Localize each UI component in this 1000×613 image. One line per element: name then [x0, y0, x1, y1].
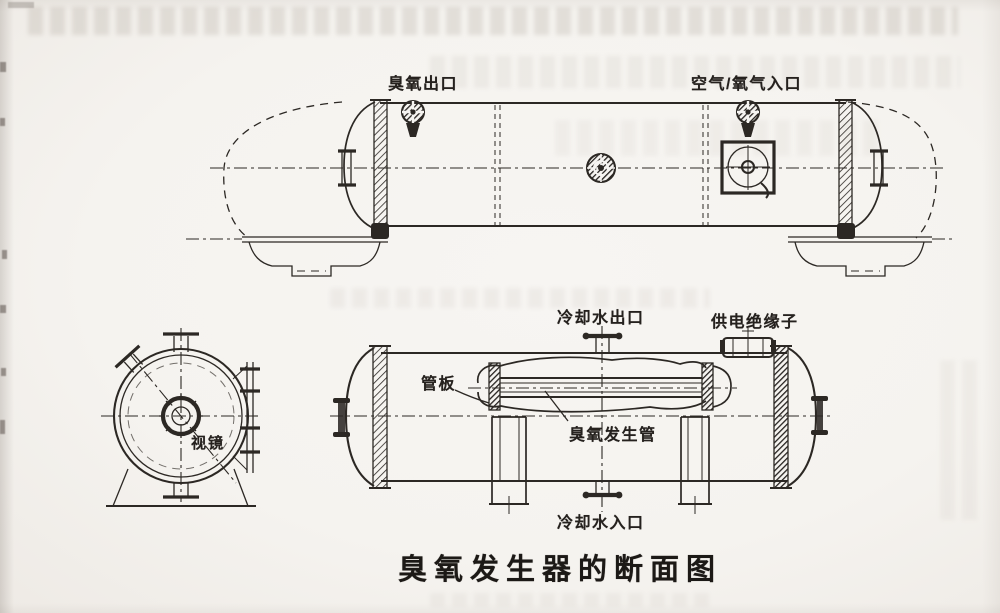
inspection-plate [720, 140, 776, 199]
end-view-top-nozzle [163, 332, 199, 352]
label-ozone-outlet: 臭氧出口 [388, 76, 459, 93]
end-view-bottom-nozzle [163, 482, 199, 499]
bleed-strip [28, 7, 958, 35]
left-head-nozzle [333, 398, 350, 437]
end-view-support [106, 468, 256, 508]
ozone-outlet-nozzle [400, 99, 426, 137]
label-ozone-generating-tube: 臭氧发生管 [569, 427, 657, 444]
bleed-strip [430, 56, 960, 88]
ozone-tube-leader [544, 390, 569, 422]
label-cooling-water-inlet: 冷却水入口 [557, 515, 645, 532]
scan-edge-mark [8, 2, 34, 8]
label-air-oxygen-inlet: 空气/氧气入口 [691, 76, 802, 93]
scan-edge-mark [2, 250, 7, 259]
center-fitting [585, 152, 617, 184]
tube-plate-leader [454, 389, 490, 404]
right-head-nozzle [811, 396, 828, 435]
label-cooling-water-outlet: 冷却水出口 [557, 310, 645, 327]
ozone-generating-tube-bundle [468, 356, 737, 413]
end-view-angled-nozzle [114, 344, 144, 373]
scan-edge-mark [0, 305, 6, 313]
cooling-water-outlet-nozzle [582, 332, 623, 353]
bleed-strip [555, 120, 885, 156]
bleed-strip [940, 360, 980, 520]
bleed-strip [430, 593, 710, 607]
head-stub-flange-left [338, 149, 356, 187]
head-hinge-bracket [232, 362, 260, 473]
figure-caption: 臭氧发生器的断面图 [398, 554, 723, 586]
air-oxygen-inlet-nozzle [735, 99, 761, 137]
scan-edge-mark [0, 118, 5, 126]
label-power-insulator: 供电绝缘子 [711, 314, 799, 331]
top-view-drawing [186, 98, 952, 277]
bleed-strip [330, 288, 710, 308]
end-view-drawing [101, 328, 262, 508]
scan-edge-mark [1, 368, 6, 376]
power-insulator-fitting [720, 328, 776, 359]
head-stub-flange-right [870, 149, 888, 187]
side-view-drawing [330, 326, 833, 514]
saddle-support-left [186, 236, 388, 277]
label-sight-glass: 视镜 [191, 435, 226, 452]
scan-edge-mark [0, 420, 5, 434]
side-view-leg-right [678, 416, 712, 514]
saddle-support-right [788, 236, 952, 277]
side-view-leg-left [489, 416, 529, 514]
sight-glass-flange [159, 394, 203, 438]
label-tube-plate: 管板 [421, 376, 457, 393]
scan-edge-mark [0, 62, 6, 72]
cooling-water-inlet-nozzle [582, 481, 623, 499]
